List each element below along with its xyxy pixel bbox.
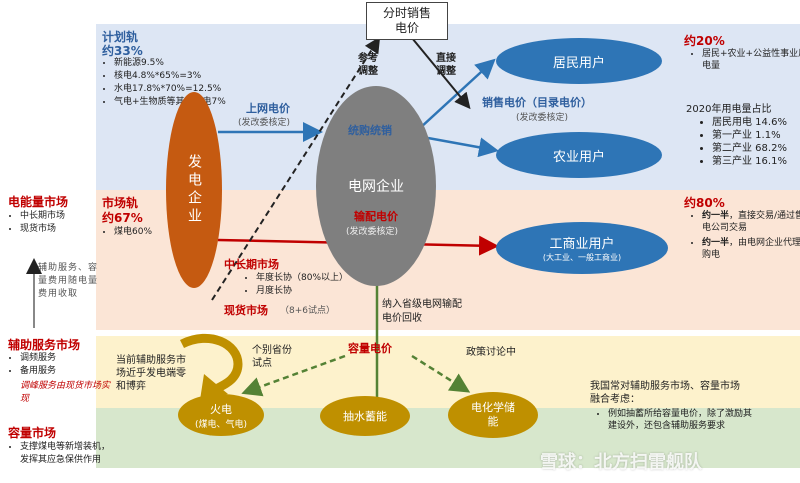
list-item: 月度长协 [256,285,348,298]
aux-fee-note: 辅助服务、容量费用随电量费用收取 [38,263,99,299]
policy-note: 政策讨论中 [466,347,516,358]
echem-storage-label: 电化学储能 [471,401,515,428]
fusion-list: 例如抽蓄所给容量电价，除了激励其建设外，还包含辅助服务要求 [596,408,758,432]
list-item: 居民+农业+公益性事业用电量 [702,48,800,72]
energy-market-title: 电能量市场 [8,195,69,209]
half-bold-2: 约一半 [702,238,730,248]
thermal-sub: (煤电、气电) [194,419,248,430]
grid-price-label: 上网电价 [246,102,290,115]
agri-user-node: 农业用户 [496,132,662,178]
resident-user-node: 居民用户 [496,38,662,84]
list-item: 煤电60% [114,226,152,239]
capacity-to-thermal [241,354,346,397]
ci-user-sub: (大工业、一般工商业) [542,253,622,262]
usage-2020-title: 2020年用电量占比 [686,104,772,115]
grid-company-label: 电网企业 [348,179,404,195]
aux-zero-sum-note: 当前辅助服务市场近乎发电端零和博弈 [116,355,186,392]
transmission-price-sub: (发改委核定) [346,227,399,237]
half-bold-1: 约一半 [702,211,730,221]
capacity-to-echem [411,354,471,393]
list-item: 第一产业 1.1% [712,129,787,142]
transmission-price-label: 输配电价 [354,210,398,223]
echem-storage-node: 电化学储能 [448,392,538,438]
ci-user-label: 工商业用户 [549,237,615,252]
pumped-storage-label: 抽水蓄能 [343,410,387,423]
aux-market-title: 辅助服务市场 [8,338,81,352]
energy-market-list: 中长期市场 现货市场 [8,210,65,236]
generation-company-label: 发电企业 [186,154,202,226]
pilot-note: 个别省份试点 [252,345,292,369]
mid-long-market-label: 中长期市场 [224,258,279,271]
market-track-list: 煤电60% [102,226,152,239]
bottom-pct: 约80% [684,196,725,210]
half-text-2: ，由电网企业代理购电 [702,238,800,260]
unified-label: 统购统销 [348,124,392,137]
capacity-market-title: 容量市场 [8,426,57,440]
list-item: 第二产业 68.2% [712,142,787,155]
grid-company-node: 电网企业 [316,86,436,286]
peak-shaving-note: 调峰服务由现货市场实现 [20,381,111,404]
ref-adjust-arrow [211,36,381,301]
aux-market-list: 调频服务 备用服务 [8,352,56,378]
tou-price-label: 分时销售电价 [382,6,431,35]
list-item: 现货市场 [20,223,65,236]
list-item: 备用服务 [20,365,56,378]
capacity-market-list: 支撑煤电等新增装机，发挥其应急保供作用 [8,441,110,467]
agri-arrow [427,136,499,158]
list-item: 调频服务 [20,352,56,365]
spot-market-note: （8+6试点） [280,306,335,316]
list-item: 中长期市场 [20,210,65,223]
top-pct: 约20% [684,34,725,48]
market-track-pct: 约67% [102,211,143,225]
list-item: 支撑煤电等新增装机，发挥其应急保供作用 [20,441,110,467]
spot-market-label: 现货市场 [224,304,268,317]
list-item: 核电4.8%*65%=3% [114,70,226,83]
planned-track-list: 新能源9.5% 核电4.8%*65%=3% 水电17.8%*70%=12.5% … [102,57,226,109]
zero-sum-curve-arrow [179,333,243,393]
list-item: 居民用电 14.6% [712,116,787,129]
direct-adjust-label: 直接调整 [436,53,456,77]
list-item: 水电17.8%*70%=12.5% [114,83,226,96]
list-item: 年度长协（80%以上） [256,272,348,285]
bottom-pct-list: 约一半，直接交易/通过售电公司交易 约一半，由电网企业代理购电 [690,210,800,261]
planned-track-title: 计划轨 [102,30,139,44]
list-item: 约一半，由电网企业代理购电 [702,237,800,261]
list-item: 约一半，直接交易/通过售电公司交易 [702,210,800,234]
resident-user-label: 居民用户 [552,55,605,71]
usage-2020-list: 居民用电 14.6% 第一产业 1.1% 第二产业 68.2% 第三产业 16.… [700,116,787,168]
mid-long-list: 年度长协（80%以上） 月度长协 [244,272,348,298]
watermark: 雪球：北方扫雷舰队 [540,452,702,473]
market-track-title: 市场轨 [102,196,139,210]
provincial-recovery-label: 纳入省级电网输配电价回收 [382,299,462,324]
planned-track-pct: 约33% [102,44,143,58]
direct-adjust-arrow [411,37,471,110]
list-item: 例如抽蓄所给容量电价，除了激励其建设外，还包含辅助服务要求 [608,408,758,432]
list-item: 气电+生物质等其他火电7% [114,96,226,109]
grid-price-sub: (发改委核定) [238,118,291,128]
retail-price-label: 销售电价（目录电价） [482,96,592,109]
generation-company-node: 发电企业 [166,92,222,288]
capacity-price-label: 容量电价 [348,342,392,355]
agri-user-label: 农业用户 [552,149,605,165]
pumped-storage-node: 抽水蓄能 [320,396,410,436]
ref-adjust-label: 参考调整 [358,53,378,77]
list-item: 新能源9.5% [114,57,226,70]
tou-price-box: 分时销售电价 [366,2,448,40]
retail-price-sub: (发改委核定) [516,113,569,123]
top-pct-list: 居民+农业+公益性事业用电量 [690,48,800,72]
thermal-label: 火电 [210,402,232,416]
ci-user-node: 工商业用户 (大工业、一般工商业) [496,222,668,274]
fusion-title: 我国常对辅助服务市场、容量市场融合考虑： [590,381,740,405]
half-text-1: ，直接交易/通过售电公司交易 [702,211,800,233]
list-item: 第三产业 16.1% [712,155,787,168]
thermal-node: 火电 (煤电、气电) [178,394,264,436]
